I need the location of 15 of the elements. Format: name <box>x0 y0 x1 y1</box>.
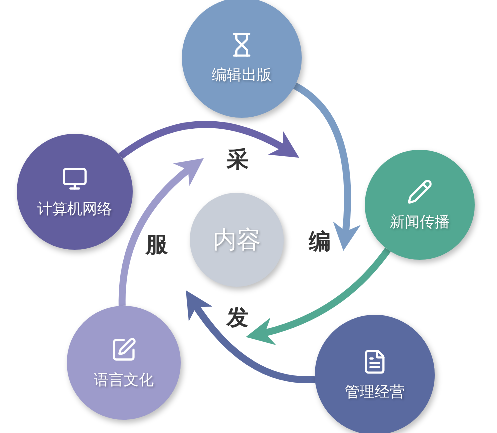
curved-arrow <box>118 121 300 160</box>
stage-label: 采 <box>227 147 249 175</box>
node-label: 管理经营 <box>345 382 405 402</box>
stage-label: 服 <box>146 232 168 260</box>
curved-arrow <box>118 158 204 306</box>
circle-node <box>182 0 302 118</box>
curved-arrow <box>186 290 316 384</box>
node-label: 新闻传播 <box>390 212 450 232</box>
stage-label: 发 <box>227 305 249 333</box>
node-label: 编辑出版 <box>212 66 272 84</box>
curved-arrow <box>246 248 392 345</box>
curved-arrow <box>293 82 361 252</box>
stage-label: 编 <box>309 229 331 257</box>
node-label: 计算机网络 <box>38 200 112 218</box>
node-label: 语言文化 <box>94 370 154 390</box>
